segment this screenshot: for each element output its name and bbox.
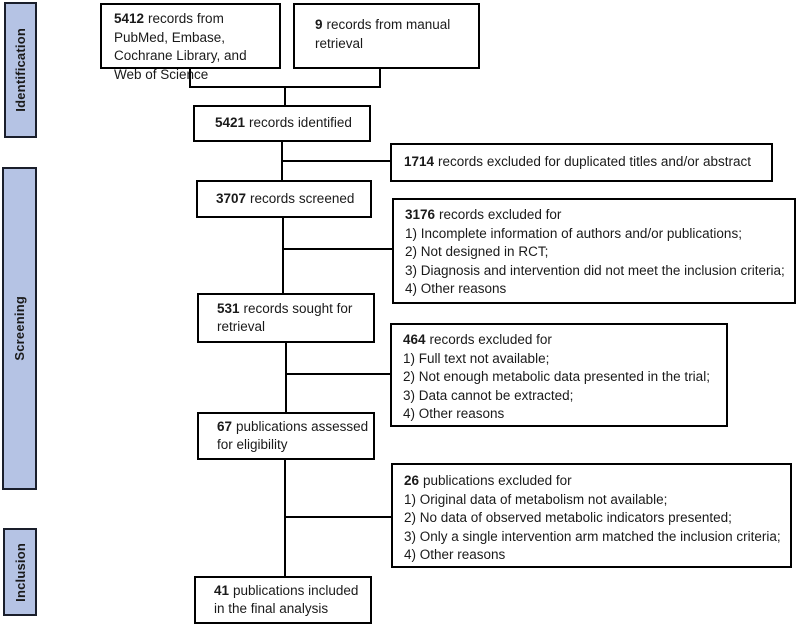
eligibility-exclusion-reason: 1) Original data of metabolism not avail…	[404, 491, 668, 507]
publications-included-count: 41	[214, 582, 230, 598]
publications-included-label: publications included in the final analy…	[214, 582, 359, 617]
eligibility-exclusion-reason: 3) Only a single intervention arm matche…	[404, 528, 781, 544]
stage-inclusion: Inclusion	[3, 528, 37, 616]
retrieval-exclusion-reason: 2) Not enough metabolic data presented i…	[403, 369, 710, 384]
connector-sought-assessed	[285, 342, 287, 412]
stage-identification-label: Identification	[13, 28, 28, 112]
connector-manual-down	[379, 68, 381, 88]
stage-screening-label: Screening	[12, 296, 27, 361]
eligibility-exclusions-count: 26	[404, 473, 420, 488]
eligibility-exclusions-label: publications excluded for	[423, 473, 572, 488]
connector-branch-retrieval-exclusions	[285, 373, 391, 375]
connector-branch-eligibility-exclusions	[284, 516, 392, 518]
connector-sources-down	[189, 68, 191, 88]
records-identified-label: records identified	[249, 115, 352, 131]
screening-exclusion-reason: 2) Not designed in RCT;	[405, 244, 549, 259]
retrieval-exclusion-reason: 3) Data cannot be extracted;	[403, 387, 574, 403]
eligibility-exclusion-reason: 4) Other reasons	[404, 547, 506, 562]
duplicates-excluded-label: records excluded for duplicated titles a…	[438, 154, 751, 170]
publications-assessed-label: publications assessed for eligibility	[217, 418, 369, 453]
connector-merge-down	[284, 86, 286, 105]
connector-screened-sought	[282, 217, 284, 294]
retrieval-exclusion-reason: 4) Other reasons	[403, 406, 505, 421]
records-screened-label: records screened	[250, 190, 355, 206]
records-databases-count: 5412	[114, 11, 145, 26]
retrieval-exclusions-count: 464	[403, 332, 426, 347]
retrieval-exclusion-reason: 1) Full text not available;	[403, 350, 550, 366]
screening-exclusion-reason: 4) Other reasons	[405, 281, 507, 296]
records-sought-label: records sought for retrieval	[217, 300, 353, 335]
stage-identification: Identification	[4, 2, 37, 138]
screening-exclusion-reason: 1) Incomplete information of authors and…	[405, 225, 742, 241]
records-databases-label: records from PubMed, Embase, Cochrane Li…	[114, 11, 247, 82]
records-manual-count: 9	[315, 17, 323, 32]
publications-assessed-count: 67	[217, 418, 233, 434]
records-identified-count: 5421	[215, 115, 246, 131]
records-sought-count: 531	[217, 300, 240, 316]
stage-inclusion-label: Inclusion	[12, 542, 28, 602]
duplicates-excluded-count: 1714	[404, 154, 435, 170]
records-manual-label: records from manual retrieval	[315, 17, 451, 51]
records-screened-count: 3707	[216, 190, 247, 206]
screening-exclusions-label: records excluded for	[439, 207, 562, 222]
retrieval-exclusions-label: records excluded for	[429, 332, 552, 347]
connector-branch-duplicates	[281, 160, 391, 162]
screening-exclusions-count: 3176	[405, 207, 436, 222]
eligibility-exclusion-reason: 2) No data of observed metabolic indicat…	[404, 510, 732, 525]
stage-screening: Screening	[2, 167, 37, 490]
connector-branch-screening-exclusions	[282, 248, 393, 250]
screening-exclusion-reason: 3) Diagnosis and intervention did not me…	[405, 262, 785, 278]
